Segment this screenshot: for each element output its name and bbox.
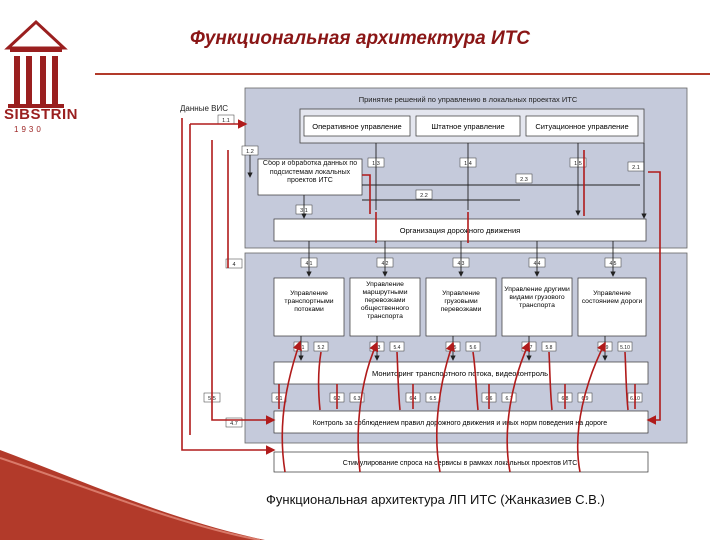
label-subsystem-1: Управление транспортными потоками: [284, 290, 334, 313]
code-2-1: 2.1: [632, 165, 640, 171]
red-feedback-lines: [181, 118, 661, 473]
code-r3-7: 6.7: [506, 396, 513, 402]
slide-caption: Функциональная архитектура ЛП ИТС (Жанка…: [266, 492, 605, 507]
university-logo: [4, 19, 68, 108]
label-traffic-organization: Организация дорожного движения: [400, 226, 520, 235]
box-subsystem-2: [349, 277, 421, 337]
subsystem-row: [273, 277, 647, 337]
code-2-3: 2.3: [520, 177, 528, 183]
logo-year: 1930: [14, 125, 44, 134]
label-situational: Ситуационное управление: [535, 122, 628, 131]
slide-title: Функциональная архитектура ИТС: [190, 28, 531, 49]
top-panel-title: Принятие решений по управлению в локальн…: [359, 95, 578, 104]
code-r2-2: 5.2: [318, 345, 325, 351]
code-r3-9: 6.9: [582, 396, 589, 402]
label-operational: Оперативное управление: [312, 122, 401, 131]
code-2-2: 2.2: [420, 193, 428, 199]
box-subsystem-4: [501, 277, 573, 337]
box-traffic-organization: [273, 218, 647, 242]
black-connectors: [247, 143, 647, 361]
label-subsystem-3: Управление грузовыми перевозками: [440, 290, 482, 313]
code-left-3: 4.7: [230, 421, 238, 427]
code-r2-8: 5.8: [546, 345, 553, 351]
label-regular: Штатное управление: [431, 122, 504, 131]
box-data-collection: [257, 158, 363, 196]
label-stimulation: Стимулирование спроса на сервисы в рамка…: [343, 460, 578, 467]
code-r2-4: 5.4: [394, 345, 401, 351]
code-r3-3: 6.3: [354, 396, 361, 402]
code-1-2: 1.2: [246, 149, 254, 155]
label-subsystem-4: Управление другими видами грузового тран…: [504, 286, 570, 309]
box-subsystem-1: [273, 277, 345, 337]
code-r2-6: 5.6: [470, 345, 477, 351]
label-data-collection: Сбор и обработка данных по подсистемам л…: [262, 160, 358, 184]
box-stimulation: [273, 451, 649, 473]
label-subsystem-5: Управление состоянием дороги: [581, 290, 643, 305]
box-subsystem-3: [425, 277, 497, 337]
logo-wordmark: SIBSTRIN: [4, 106, 79, 123]
label-subsystem-2: Управление маршрутными перевозками общес…: [360, 281, 410, 320]
box-operational: [303, 115, 411, 137]
code-r3-5: 6.5: [430, 396, 437, 402]
box-subsystem-5: [577, 277, 647, 337]
code-r2-10: 5.10: [620, 345, 630, 351]
title-underline: [95, 73, 710, 75]
decorative-swoosh: [0, 450, 265, 540]
label-control: Контроль за соблюдением правил дорожного…: [313, 419, 607, 427]
box-regular: [415, 115, 521, 137]
box-situational: [525, 115, 639, 137]
label-monitoring: Мониторинг транспортного потока, видеоко…: [372, 369, 548, 378]
code-left-1: 4: [232, 262, 235, 268]
code-in: 1.1: [222, 118, 230, 124]
source-label: Данные ВИС: [180, 104, 228, 113]
